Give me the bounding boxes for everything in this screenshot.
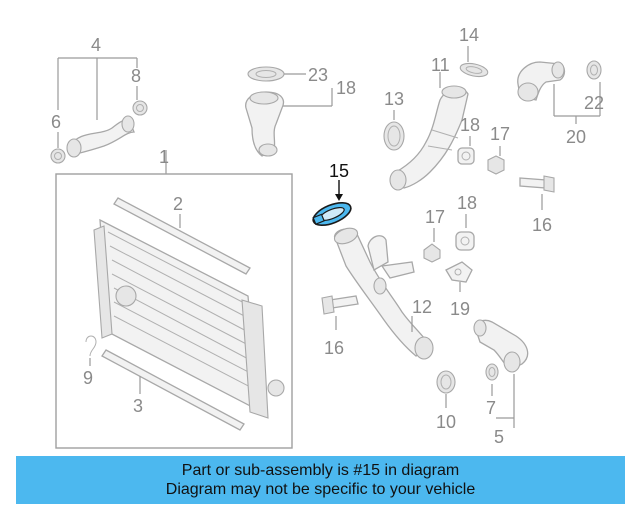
banner-line-1: Part or sub-assembly is #15 in diagram [181, 462, 460, 479]
part-4-hose-group [50, 57, 148, 164]
callout-3: 3 [133, 396, 143, 416]
part-20-elbow-hose [517, 60, 602, 124]
callout-19: 19 [450, 299, 470, 319]
part-16-bolt-right [519, 175, 555, 210]
callout-6: 6 [51, 112, 61, 132]
callout-22: 22 [584, 93, 604, 113]
banner-line-2: Diagram may not be specific to your vehi… [165, 481, 476, 498]
callout-10: 10 [436, 412, 456, 432]
callout-13: 13 [384, 89, 404, 109]
callout-14: 14 [459, 25, 479, 45]
callout-18-middle: 18 [457, 193, 477, 213]
callout-2: 2 [173, 194, 183, 214]
callout-12: 12 [412, 297, 432, 317]
callout-16-right: 16 [532, 215, 552, 235]
callout-23: 23 [308, 65, 328, 85]
callout-15: 15 [329, 161, 349, 181]
callout-17-middle: 17 [425, 207, 445, 227]
part-10-gasket [436, 370, 456, 408]
callout-5: 5 [494, 427, 504, 447]
part-12-pressure-pipe [333, 227, 434, 360]
part-15-clamp-highlighted [312, 180, 352, 227]
part-16-bolt-left [321, 295, 359, 330]
callout-18-upper: 18 [460, 115, 480, 135]
part-11-air-pipe [383, 46, 489, 191]
part-1-intercooler [55, 150, 293, 449]
callout-8: 8 [131, 66, 141, 86]
callout-21: 18 [336, 78, 356, 98]
callout-7: 7 [486, 398, 496, 418]
info-banner: Part or sub-assembly is #15 in diagram D… [16, 456, 625, 504]
callout-11: 11 [431, 55, 450, 75]
callout-4: 4 [91, 35, 101, 55]
parts-diagram: 4 8 6 23 18 1 2 3 9 [50, 25, 604, 449]
callout-1: 1 [159, 147, 169, 167]
callout-17-upper: 17 [490, 124, 510, 144]
part-21-intake-hose [245, 66, 333, 157]
callout-16-left: 16 [324, 338, 344, 358]
part-5-lower-hose [473, 319, 529, 428]
callout-9: 9 [83, 368, 93, 388]
part-18-17-upper [457, 136, 505, 175]
part-17-18-19-middle [423, 214, 475, 292]
callout-20: 20 [566, 127, 586, 147]
